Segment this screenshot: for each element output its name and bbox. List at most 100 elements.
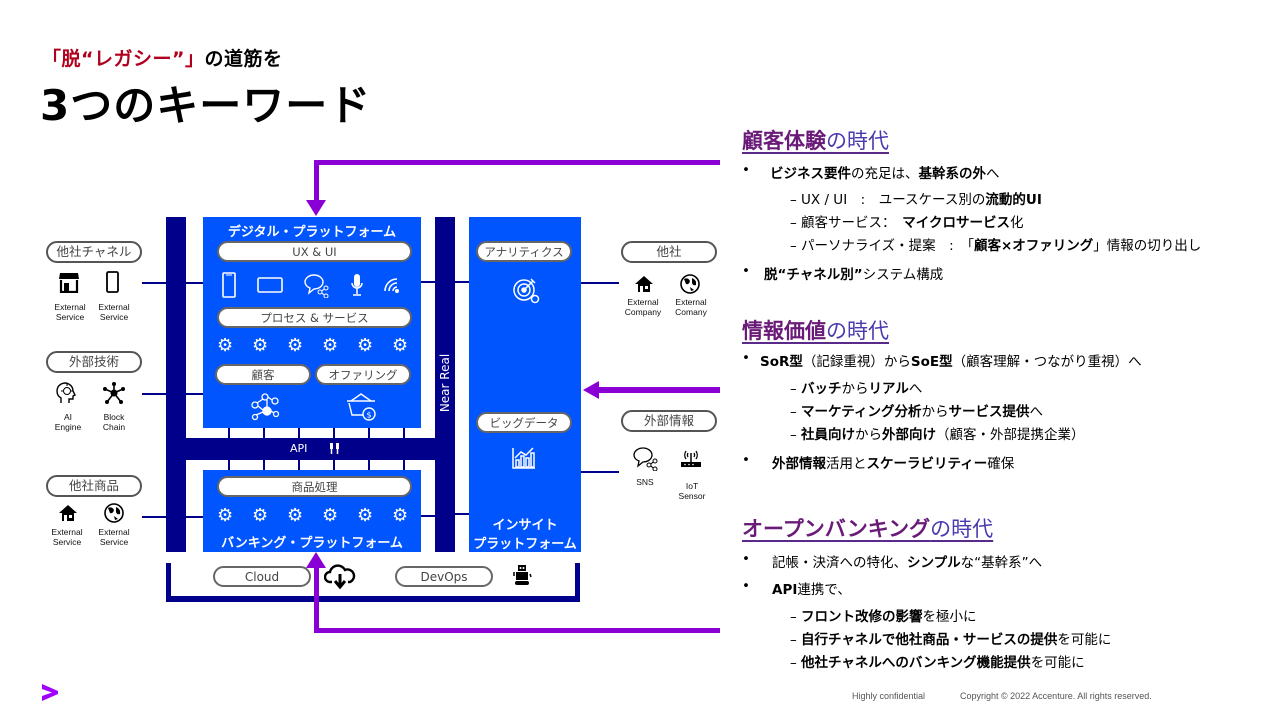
right-group-external-info-item-label: SNS <box>636 477 654 487</box>
section-heading: 情報価値の時代 <box>742 319 889 343</box>
gear-icon: ⚙ <box>392 505 409 526</box>
digital-platform-title: デジタル・プラットフォーム <box>227 225 397 240</box>
text: 化 <box>1010 215 1024 231</box>
slide-title: 3つのキーワード <box>40 81 372 130</box>
text: な“基幹系”へ <box>960 555 1043 571</box>
text: （記録重視）から <box>802 354 911 370</box>
bold-text: 脱“チャネル別” <box>764 267 863 283</box>
connector-channel <box>142 282 166 284</box>
insight-title-line2: プラットフォーム <box>473 537 577 552</box>
gear-icon: ⚙ <box>287 505 304 526</box>
left-group-products-label: 他社商品 <box>46 475 142 497</box>
bold-text: フロント改修の影響 <box>801 609 923 625</box>
analytics-pill: アナリティクス <box>476 241 572 262</box>
customer-network-icon <box>247 389 283 423</box>
footer-confidential: Highly confidential <box>852 691 926 701</box>
api-label: API <box>290 442 308 455</box>
customer-pill: 顧客 <box>215 364 311 385</box>
near-real-label: Near Real <box>438 353 452 413</box>
left-group-tech-label: 外部技術 <box>46 351 142 373</box>
blockchain-icon <box>101 380 127 406</box>
gear-icon: ⚙ <box>252 505 269 526</box>
bullet-text: 自行チャネルで他社商品・サービスの提供を可能に <box>801 632 1111 648</box>
left-group-products-item-label: External Service <box>51 527 83 547</box>
base-frame-right <box>575 563 580 601</box>
bullet-text: UX / UI : ユースケース別の流動的UI <box>801 192 1042 208</box>
insight-platform: アナリティクス ビッグデータ インサイト プラットフォーム <box>469 217 581 552</box>
api-bus-bar <box>166 438 454 460</box>
text: を可能に <box>1057 632 1112 648</box>
sns-chat-icon <box>630 444 660 472</box>
connector-tech <box>142 393 166 395</box>
arrow-cx-horizontal <box>314 160 720 165</box>
smartphone-icon <box>102 270 122 294</box>
arrow-cx-head <box>306 200 326 216</box>
digital-platform: デジタル・プラットフォーム UX & UI プロセス & サービス ⚙ ⚙ ⚙ … <box>203 217 421 428</box>
bullet-item: •API連携で、 <box>742 578 851 598</box>
left-group-tech-item-label: Block Chain <box>102 412 126 432</box>
text: を可能に <box>1030 655 1085 671</box>
base-frame-left <box>166 563 171 601</box>
gear-icon: ⚙ <box>287 335 304 356</box>
insight-title-line1: インサイト <box>492 518 558 533</box>
footer-copyright: Copyright © 2022 Accenture. All rights r… <box>960 691 1152 701</box>
text: を極小に <box>922 609 977 625</box>
right-group-company-label: 他社 <box>621 241 717 263</box>
offering-pill: オファリング <box>315 364 411 385</box>
arrow-ob-horizontal <box>314 628 720 633</box>
bullet-text: ビジネス要件の充足は、基幹系の外へ <box>770 166 1000 182</box>
tablet-icon <box>255 275 285 295</box>
globe-icon <box>678 272 702 296</box>
arrow-info-head <box>583 381 599 399</box>
iot-router-icon <box>678 446 704 470</box>
ai-head-icon <box>53 380 81 406</box>
bold-text: 社員向け <box>801 427 856 443</box>
connector-nearreal-insight-1 <box>455 281 469 283</box>
api-connectors-bottom <box>228 460 428 470</box>
text: （顧客理解・つながり重視）へ <box>952 354 1142 370</box>
microphone-icon <box>347 271 367 299</box>
bold-text: 顧客×オファリング <box>973 238 1094 254</box>
sub-bullet-item: – 社員向けから外部向け（顧客・外部提携企業） <box>790 427 1085 443</box>
text: （顧客・外部提携企業） <box>936 427 1085 443</box>
bullet-item: •ビジネス要件の充足は、基幹系の外へ <box>742 162 1000 182</box>
bold-text: SoE型 <box>910 354 953 370</box>
bold-text: 流動的UI <box>985 192 1042 208</box>
api-connectors-top <box>228 428 428 438</box>
right-group-company-item-label: External Company <box>624 297 662 317</box>
channel-icons-row <box>217 269 412 299</box>
globe-icon <box>102 501 126 525</box>
cloud-pill: Cloud <box>213 566 311 587</box>
analytics-target-icon <box>509 273 543 307</box>
gear-icon: ⚙ <box>357 505 374 526</box>
connector-products <box>142 516 166 518</box>
connector-banking-nearreal <box>420 515 435 517</box>
left-group-channel-item-label: External Service <box>98 302 130 322</box>
sub-bullet-item: – フロント改修の影響を極小に <box>790 609 977 625</box>
digital-gears-row: ⚙ ⚙ ⚙ ⚙ ⚙ ⚙ <box>217 337 417 359</box>
smartphone-icon <box>219 271 239 299</box>
text: パーソナライズ・提案 : 「 <box>801 238 974 254</box>
bullet-text: バッチからリアルへ <box>801 381 922 397</box>
bullet-text: 外部情報活用とスケーラビリティー確保 <box>772 456 1014 472</box>
bold-text: 自行チャネルで他社商品・サービスの提供 <box>801 632 1058 648</box>
text: から <box>855 427 883 443</box>
right-group-external-info-label: 外部情報 <box>621 410 717 432</box>
bullet-text: フロント改修の影響を極小に <box>801 609 977 625</box>
banking-gears-row: ⚙ ⚙ ⚙ ⚙ ⚙ ⚙ <box>217 507 417 529</box>
text: 活用と <box>826 456 867 472</box>
bold-text: マイクロサービス <box>902 215 1011 231</box>
slide-subtitle: 「脱“レガシー”」の道筋を <box>42 44 283 71</box>
connector-nearreal-insight-2 <box>455 513 469 515</box>
left-bus-bar <box>166 217 186 552</box>
cloud-download-icon <box>323 563 357 591</box>
bullet-item: •外部情報活用とスケーラビリティー確保 <box>742 452 1015 472</box>
sub-bullet-item: – 他社チャネルへのバンキング機能提供を可能に <box>790 655 1085 671</box>
bold-text: 外部向け <box>882 427 937 443</box>
bold-text: リアル <box>868 381 909 397</box>
left-group-channel-item-label: External Service <box>54 302 86 322</box>
bold-text: スケーラビリティー <box>866 456 988 472</box>
gear-icon: ⚙ <box>217 335 234 356</box>
bold-text: バッチ <box>801 381 842 397</box>
text: 連携で、 <box>797 582 851 598</box>
